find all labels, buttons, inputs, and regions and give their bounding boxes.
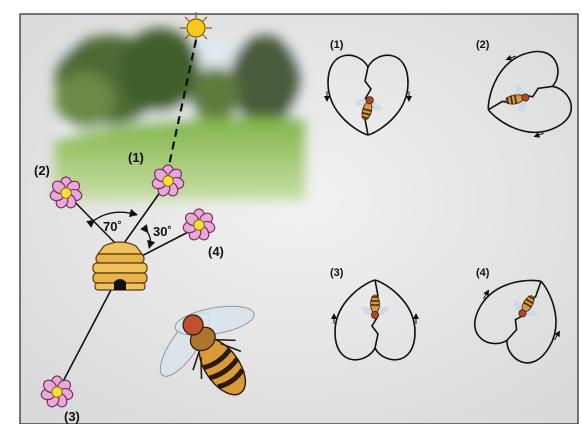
dance-label-4: (4) — [476, 267, 490, 279]
beehive-icon — [93, 242, 147, 290]
dance-label-1: (1) — [330, 39, 344, 51]
flower-label-2: (2) — [34, 163, 50, 178]
dance-label-2: (2) — [476, 39, 490, 51]
angle-label-30: 30˚ — [153, 224, 172, 239]
angle-label-70: 70˚ — [103, 219, 122, 234]
flower-label-4: (4) — [208, 244, 224, 259]
flower-label-1: (1) — [128, 150, 144, 165]
dance-label-3: (3) — [330, 267, 344, 279]
flower-label-3: (3) — [64, 409, 80, 424]
